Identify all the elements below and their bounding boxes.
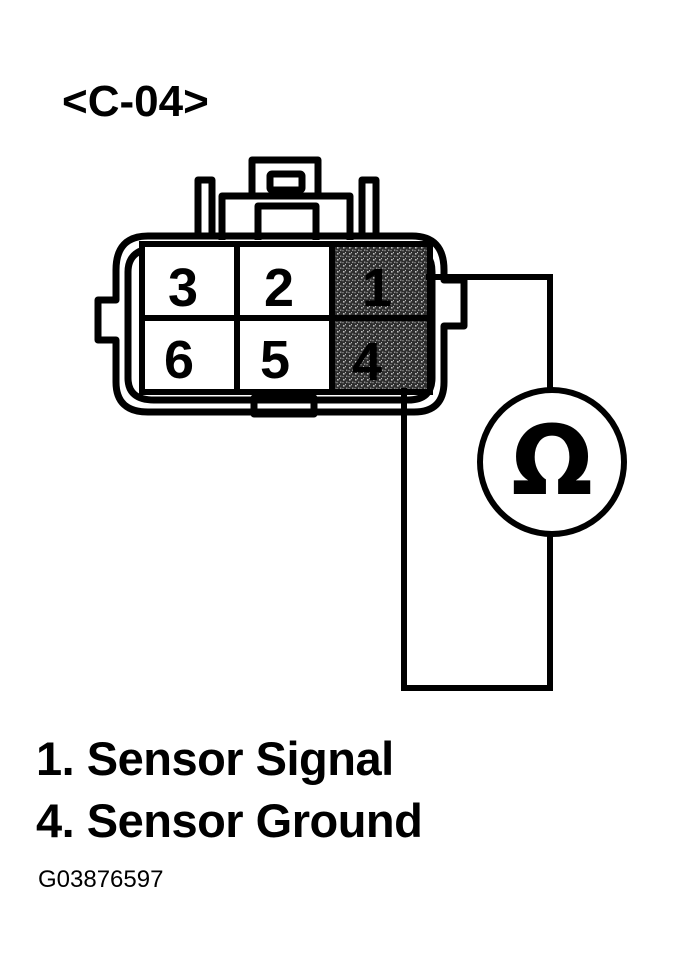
legend-item-sensor-signal: 1. Sensor Signal: [36, 732, 394, 785]
pin-grid: [139, 241, 433, 395]
pin-number-6: 6: [164, 330, 194, 390]
pin-number-1: 1: [362, 258, 392, 318]
pin-number-5: 5: [260, 330, 290, 390]
pin-numbers: 3 2 1 6 5 4: [164, 258, 392, 392]
test-leads: [401, 274, 553, 691]
pin-number-4: 4: [352, 332, 382, 392]
lead-pin-4: [401, 388, 553, 691]
connector-housing: [94, 156, 468, 418]
figure-code: G03876597: [38, 866, 164, 893]
pin-cavity-4: [329, 315, 433, 395]
pin-cavity-1: [329, 241, 433, 321]
pin-number-3: 3: [168, 258, 198, 318]
ohm-icon: Ω: [511, 405, 593, 517]
pin-cavity-6: [139, 315, 240, 395]
legend-item-sensor-ground: 4. Sensor Ground: [36, 794, 423, 847]
pin-number-2: 2: [264, 258, 294, 318]
ohmmeter: Ω: [477, 387, 627, 537]
lead-pin-1: [426, 274, 553, 394]
connector-label: <C-04>: [62, 77, 209, 126]
ohmmeter-body: [477, 387, 627, 537]
pin-legend: 1. Sensor Signal 4. Sensor Ground: [36, 728, 423, 852]
